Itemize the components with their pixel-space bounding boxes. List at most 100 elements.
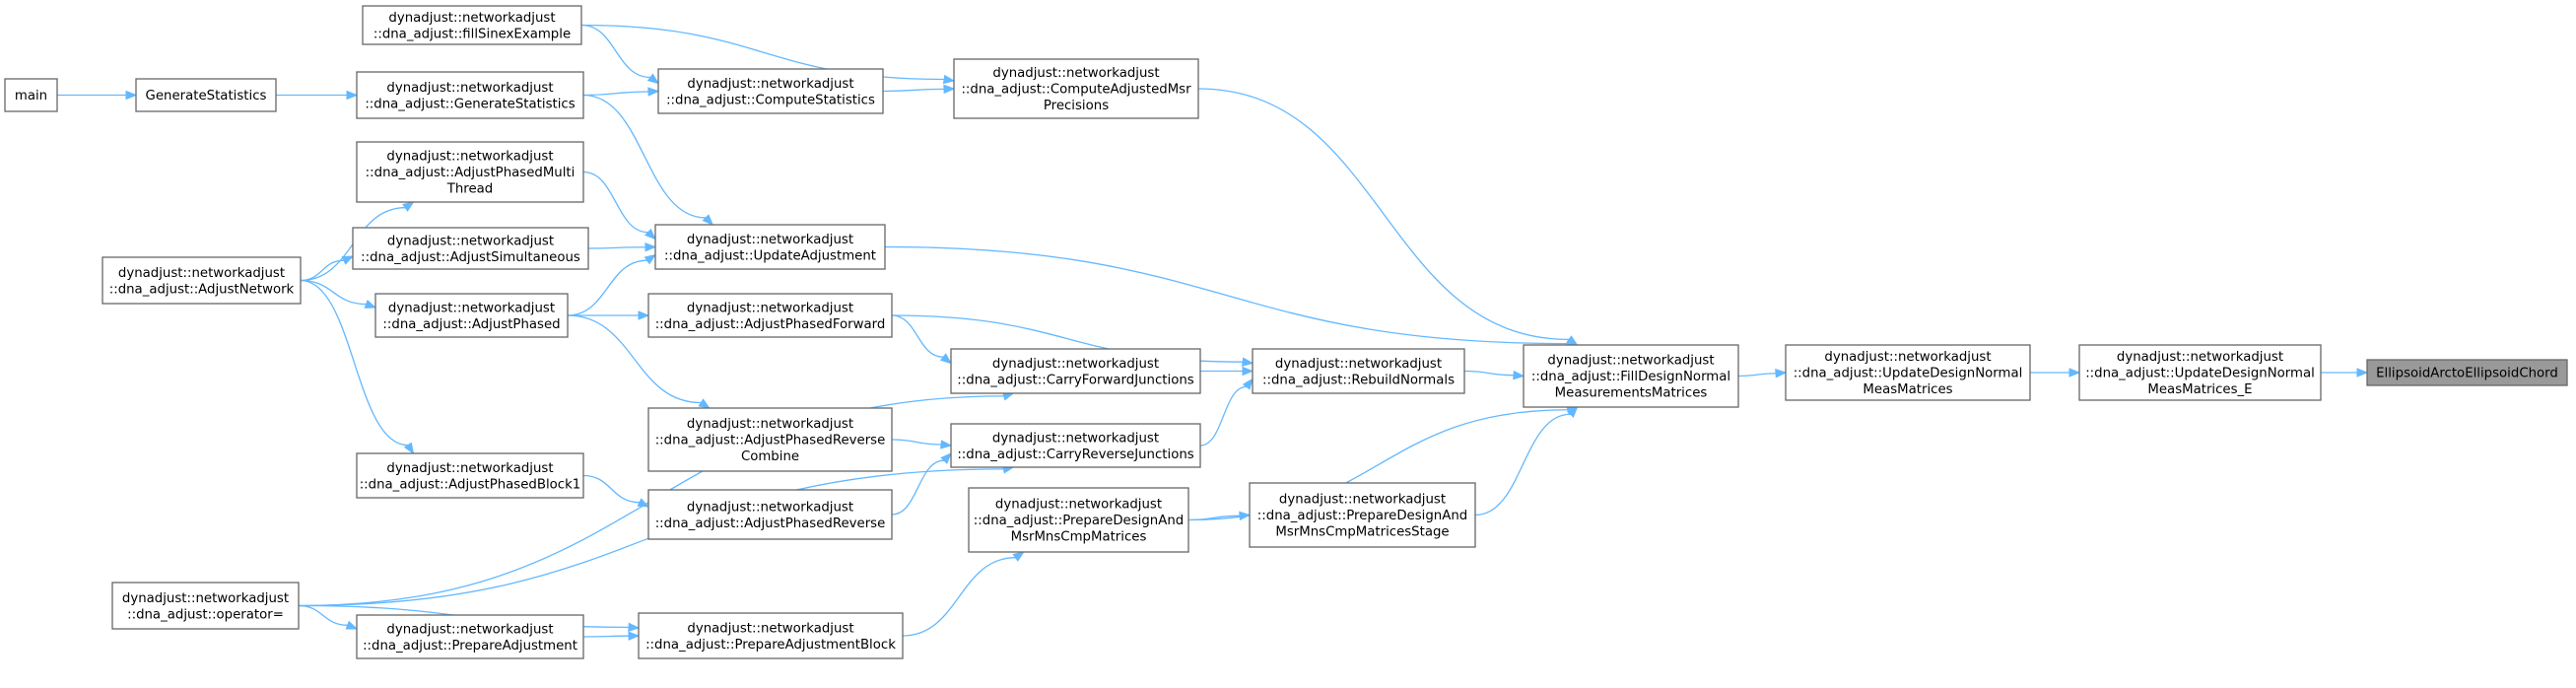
call-edge-fdnmm-to-udnm [1737, 369, 1788, 378]
graph-node-aprc[interactable]: dynadjust::networkadjust::dna_adjust::Ad… [647, 407, 893, 472]
node-box [2078, 344, 2322, 401]
node-label-line: ::dna_adjust::AdjustPhased [382, 317, 560, 332]
graph-node-apb1[interactable]: dynadjust::networkadjust::dna_adjust::Ad… [356, 452, 584, 499]
node-box [657, 68, 884, 114]
graph-node-root[interactable]: EllipsoidArctoEllipsoidChord [2366, 359, 2568, 386]
call-edge-main-to-gs [57, 90, 138, 101]
node-layer: EllipsoidArctoEllipsoidChorddynadjust::n… [4, 5, 2568, 659]
node-label-line: ::dna_adjust::ComputeAdjustedMsr [961, 83, 1191, 98]
call-edge-apr-to-crj [891, 452, 952, 516]
call-edge-gsm-to-cs [582, 87, 660, 97]
call-edge-aprc-to-crj [891, 439, 953, 449]
node-label-line: dynadjust::networkadjust [1275, 357, 1442, 372]
graph-node-asim[interactable]: dynadjust::networkadjust::dna_adjust::Ad… [352, 227, 589, 270]
node-box [356, 614, 584, 659]
graph-node-apmt[interactable]: dynadjust::networkadjust::dna_adjust::Ad… [356, 141, 584, 203]
node-label-line: ::dna_adjust::PrepareDesignAnd [974, 514, 1184, 528]
node-label-line: dynadjust::networkadjust [992, 431, 1159, 446]
node-label-line: EllipsoidArctoEllipsoidChord [2376, 367, 2558, 381]
node-label-line: ::dna_adjust::AdjustNetwork [109, 282, 295, 297]
call-edge-udnm-to-udnmE [2029, 368, 2081, 378]
call-edge-an-to-asim [300, 255, 355, 282]
graph-node-gs[interactable]: GenerateStatistics [135, 78, 277, 112]
node-label-line: ::dna_adjust::UpdateAdjustment [664, 248, 876, 263]
node-label-line: ::dna_adjust::CarryReverseJunctions [957, 447, 1193, 462]
call-edge-gsm-to-ua [582, 94, 714, 226]
node-box [1252, 348, 1465, 394]
node-box [356, 141, 584, 203]
graph-node-rn[interactable]: dynadjust::networkadjust::dna_adjust::Re… [1252, 348, 1465, 394]
node-label-line: Precisions [1044, 99, 1109, 113]
graph-node-ua[interactable]: dynadjust::networkadjust::dna_adjust::Up… [654, 224, 886, 270]
call-edge-ap-to-ua [567, 253, 657, 316]
call-edge-asim-to-ua [587, 241, 657, 252]
graph-node-cs[interactable]: dynadjust::networkadjust::dna_adjust::Co… [657, 68, 884, 114]
graph-node-crj[interactable]: dynadjust::networkadjust::dna_adjust::Ca… [950, 423, 1201, 468]
graph-node-cams[interactable]: dynadjust::networkadjust::dna_adjust::Co… [953, 58, 1199, 119]
node-label-line: ::dna_adjust::PrepareAdjustmentBlock [645, 638, 896, 653]
node-label-line: ::dna_adjust::AdjustPhasedReverse [655, 434, 886, 448]
node-box [953, 58, 1199, 119]
node-box [638, 612, 904, 659]
call-edge-ua-to-fdnmm [884, 245, 1579, 349]
node-label-line: ::dna_adjust::UpdateDesignNormal [1794, 367, 2023, 381]
graph-node-udnmE[interactable]: dynadjust::networkadjust::dna_adjust::Up… [2078, 344, 2322, 401]
node-label-line: main [15, 89, 47, 103]
call-edge-rn-to-fdnmm [1463, 370, 1525, 380]
node-label-line: dynadjust::networkadjust [386, 622, 553, 637]
graph-node-pab[interactable]: dynadjust::networkadjust::dna_adjust::Pr… [638, 612, 904, 659]
node-box [1523, 344, 1739, 408]
node-label-line: ::dna_adjust::PrepareDesignAnd [1257, 509, 1467, 523]
graph-node-gsm[interactable]: dynadjust::networkadjust::dna_adjust::Ge… [356, 71, 584, 119]
node-label-line: dynadjust::networkadjust [1824, 350, 1991, 365]
node-label-line: ::dna_adjust::UpdateDesignNormal [2085, 367, 2315, 381]
node-box [950, 423, 1201, 468]
node-label-line: dynadjust::networkadjust [687, 500, 853, 515]
node-label-line: ::dna_adjust::PrepareAdjustment [363, 639, 577, 654]
node-label-line: ::dna_adjust::operator= [127, 607, 284, 622]
call-edge-pdmcm-to-pdmcms [1187, 511, 1252, 521]
graph-node-fse[interactable]: dynadjust::networkadjust::dna_adjust::fi… [362, 5, 582, 45]
call-edge-crj-to-rn [1199, 378, 1254, 447]
node-box [135, 78, 277, 112]
node-box [111, 582, 300, 630]
graph-node-pdmcm[interactable]: dynadjust::networkadjust::dna_adjust::Pr… [968, 487, 1189, 553]
node-label-line: dynadjust::networkadjust [118, 266, 285, 281]
node-label-line: dynadjust::networkadjust [687, 77, 853, 92]
graph-node-cfj[interactable]: dynadjust::networkadjust::dna_adjust::Ca… [950, 348, 1201, 394]
call-edge-apf-to-cfj [891, 314, 953, 365]
call-edge-apb1-to-apr [582, 474, 650, 508]
node-label-line: dynadjust::networkadjust [387, 234, 554, 248]
node-label-line: ::dna_adjust::FillDesignNormal [1531, 370, 1730, 384]
node-label-line: ::dna_adjust::RebuildNormals [1262, 373, 1455, 387]
node-label-line: ::dna_adjust::AdjustPhasedForward [655, 317, 886, 332]
graph-node-apr[interactable]: dynadjust::networkadjust::dna_adjust::Ad… [647, 489, 893, 540]
node-label-line: ::dna_adjust::ComputeStatistics [666, 93, 875, 107]
call-edge-pdmcms-to-fdnmm [1474, 406, 1579, 516]
graph-node-main[interactable]: main [4, 78, 58, 112]
node-label-line: dynadjust::networkadjust [687, 621, 853, 636]
call-edge-cams-to-fdnmm [1197, 88, 1579, 346]
node-box [352, 227, 589, 270]
node-label-line: ::dna_adjust::fillSinexExample [373, 27, 571, 41]
graph-node-ap[interactable]: dynadjust::networkadjust::dna_adjust::Ad… [374, 293, 569, 338]
graph-node-fdnmm[interactable]: dynadjust::networkadjust::dna_adjust::Fi… [1523, 344, 1739, 408]
node-label-line: Thread [446, 182, 494, 197]
node-label-line: dynadjust::networkadjust [388, 301, 555, 315]
graph-node-op[interactable]: dynadjust::networkadjust::dna_adjust::op… [111, 582, 300, 630]
graph-node-pa[interactable]: dynadjust::networkadjust::dna_adjust::Pr… [356, 614, 584, 659]
call-edge-pab-to-pdmcm [902, 551, 1025, 637]
call-edge-op-to-pa [298, 604, 359, 630]
graph-node-apf[interactable]: dynadjust::networkadjust::dna_adjust::Ad… [647, 293, 893, 338]
node-box [356, 452, 584, 499]
node-box [374, 293, 569, 338]
node-box [968, 487, 1189, 553]
node-label-line: Combine [741, 449, 799, 464]
graph-node-pdmcms[interactable]: dynadjust::networkadjust::dna_adjust::Pr… [1249, 482, 1476, 548]
graph-node-an[interactable]: dynadjust::networkadjust::dna_adjust::Ad… [102, 256, 302, 305]
node-label-line: dynadjust::networkadjust [995, 498, 1162, 513]
call-edge-fse-to-cs [580, 24, 660, 85]
node-label-line: dynadjust::networkadjust [122, 591, 289, 606]
node-label-line: MsrMnsCmpMatrices [1011, 530, 1147, 545]
graph-node-udnm[interactable]: dynadjust::networkadjust::dna_adjust::Up… [1785, 344, 2031, 401]
